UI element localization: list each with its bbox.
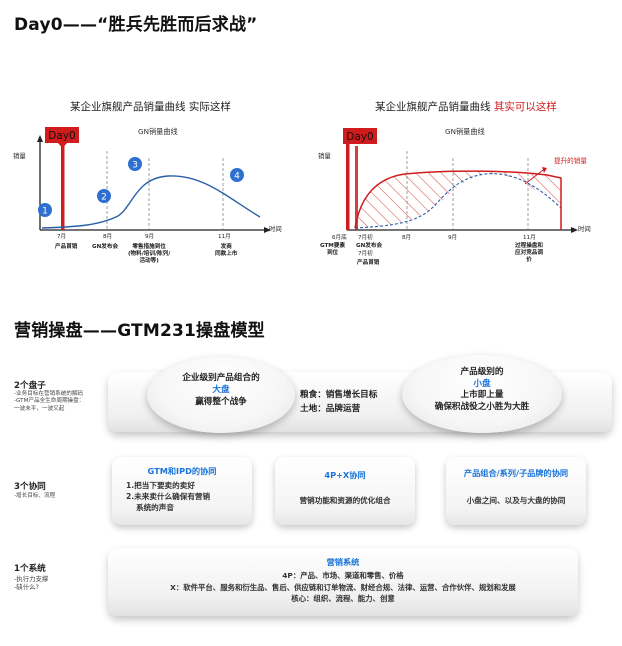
oval-right-line4: 确保积战役之小胜为大胜 xyxy=(434,401,530,412)
row2-card-gtm-ipd: GTM和IPD的协同 1.把当下要卖的卖好 2.未来卖什么确保有营销 系统的声音 xyxy=(112,457,252,525)
card3-title: 产品组合/系列/子品牌的协同 xyxy=(463,468,569,478)
left-day0-label: Day0 xyxy=(48,130,75,142)
left-chart-title: 某企业旗舰产品销量曲线 实际这样 xyxy=(70,101,231,113)
left-marker-4: 4 xyxy=(230,168,244,182)
right-event-launch: 产品首销 xyxy=(357,260,380,266)
row2-label: 3个协同 xyxy=(14,482,46,492)
right-chart-subtitle: GN销量曲线 xyxy=(445,127,485,136)
left-event-3: 零售措施到位 (物料/培训/陈列/ 活动等) xyxy=(128,244,171,264)
right-event-early-july: 7月初 xyxy=(358,251,373,257)
row1-oval-small-plate: 产品级别的 小盘 上市即上量 确保积战役之小胜为大胜 xyxy=(402,355,562,433)
left-day0-box xyxy=(45,127,79,143)
left-event-1: 产品首销 xyxy=(55,244,78,250)
left-ylabel: 销量 xyxy=(13,152,26,160)
left-chart: Day0 1 2 3 4 xyxy=(28,118,278,268)
left-y-arrow xyxy=(37,135,43,142)
left-month-9: 9月 xyxy=(145,234,155,240)
right-month-9: 9月 xyxy=(448,235,458,241)
row3-line-x: X：软件平台、服务和衍生品、售后、供应链和订单物流、财经合规、法律、运营、合作伙… xyxy=(170,582,516,592)
card3-line1: 小盘之间、以及与大盘的协同 xyxy=(466,496,566,505)
left-event-2: GN发布会 xyxy=(92,244,119,250)
right-day0-bar xyxy=(346,138,350,230)
right-ylabel: 销量 xyxy=(318,152,331,160)
row3-label: 1个系统 xyxy=(14,564,46,574)
right-xlabel: 时间 xyxy=(578,225,591,233)
left-day0-pointer xyxy=(57,142,68,148)
right-boost-arrow xyxy=(524,169,544,185)
svg-text:2: 2 xyxy=(101,193,107,203)
row2-card-portfolio: 产品组合/系列/子品牌的协同 小盘之间、以及与大盘的协同 xyxy=(446,457,586,525)
right-day0-box xyxy=(343,128,377,144)
right-chart-title: 某企业旗舰产品销量曲线 其实可以这样 xyxy=(375,99,557,114)
right-improved-curve xyxy=(354,170,562,230)
row1-oval-big-plate: 企业级别产品组合的 大盘 赢得整个战争 xyxy=(147,357,295,433)
left-sales-curve xyxy=(41,175,261,229)
row3-system-band: 营销系统 4P：产品、市场、渠道和零售、价格 X：软件平台、服务和衍生品、售后、… xyxy=(108,548,578,616)
right-event-process: 过程操盘和 应对竞品调 价 xyxy=(515,243,543,263)
row1-center-line1: 粮食：销售增长目标 xyxy=(300,390,378,400)
left-month-11: 11月 xyxy=(218,234,231,240)
section2-title: 营销操盘——GTM231操盘模型 xyxy=(14,321,265,341)
left-month-8: 8月 xyxy=(103,234,113,240)
row3-line-4p: 4P：产品、市场、渠道和零售、价格 xyxy=(282,571,404,580)
right-launch-bar xyxy=(355,146,358,230)
left-xlabel: 时间 xyxy=(269,225,282,233)
left-month-7: 7月 xyxy=(57,234,67,240)
oval-left-line3: 赢得整个战争 xyxy=(195,397,247,407)
svg-text:4: 4 xyxy=(234,172,240,182)
right-day0-label: Day0 xyxy=(346,131,373,143)
row1-center: 粮食：销售增长目标 土地：品牌运营 xyxy=(300,388,377,416)
card1-title: GTM和IPD的协同 xyxy=(147,466,217,476)
row1-label: 2个盘子 xyxy=(14,381,46,391)
row1-center-line2: 土地：品牌运营 xyxy=(300,404,361,414)
left-marker-2: 2 xyxy=(97,189,111,203)
svg-text:3: 3 xyxy=(132,161,138,171)
right-chart: Day0 xyxy=(335,118,585,268)
right-month-8: 8月 xyxy=(402,235,412,241)
right-boost-label: 提升的销量 xyxy=(554,157,587,165)
left-event-4: 发商 同款上市 xyxy=(215,244,238,257)
oval-right-highlight: 小盘 xyxy=(473,378,491,389)
row3-sub: -执行力支撑 -缺什么? xyxy=(14,575,49,592)
right-month-7: 7月初 xyxy=(358,235,373,241)
card2-title: 4P+X协同 xyxy=(324,470,366,480)
row2-sub: -增长目标、流程 xyxy=(14,493,56,499)
row2-card-4px: 4P+X协同 营销功能和资源的优化组合 xyxy=(275,457,415,525)
left-x-arrow xyxy=(264,227,271,233)
right-boost-hatch xyxy=(355,171,561,230)
card1-line3: 系统的声音 xyxy=(136,503,174,512)
left-chart-subtitle: GN销量曲线 xyxy=(138,127,178,136)
card1-line1: 1.把当下要卖的卖好 xyxy=(126,481,195,490)
card2-line1: 营销功能和资源的优化组合 xyxy=(299,496,391,505)
right-x-arrow xyxy=(571,227,578,233)
oval-right-line1: 产品级别的 xyxy=(460,367,504,377)
row3-line-core: 核心：组织、流程、能力、创意 xyxy=(291,594,395,603)
right-chart-title-prefix: 某企业旗舰产品销量曲线 xyxy=(375,101,494,113)
left-marker-1: 1 xyxy=(38,203,52,217)
row1-sub: -业务目标在营销系统的解码 -GTM产品全生命周期操盘： 一波未平，一波又起 xyxy=(14,391,85,412)
oval-right-line3: 上市即上量 xyxy=(460,390,504,400)
right-event-gn: GN发布会 xyxy=(356,243,383,249)
oval-left-highlight: 大盘 xyxy=(212,385,230,395)
right-event-gtm: GTM要素 到位 xyxy=(320,243,346,256)
right-chart-title-highlight: 其实可以这样 xyxy=(493,101,557,113)
left-marker-3: 3 xyxy=(128,157,142,171)
left-day0-bar xyxy=(61,138,65,230)
svg-text:1: 1 xyxy=(42,207,48,217)
oval-left-line1: 企业级别产品组合的 xyxy=(182,373,260,383)
section1-title: Day0——“胜兵先胜而后求战” xyxy=(14,15,258,35)
row3-title: 营销系统 xyxy=(326,557,360,567)
right-original-curve xyxy=(354,173,562,229)
right-month-11: 11月 xyxy=(523,235,536,241)
right-month-6: 6月底 xyxy=(332,235,347,241)
card1-line2: 2.未来卖什么确保有营销 xyxy=(126,492,211,501)
